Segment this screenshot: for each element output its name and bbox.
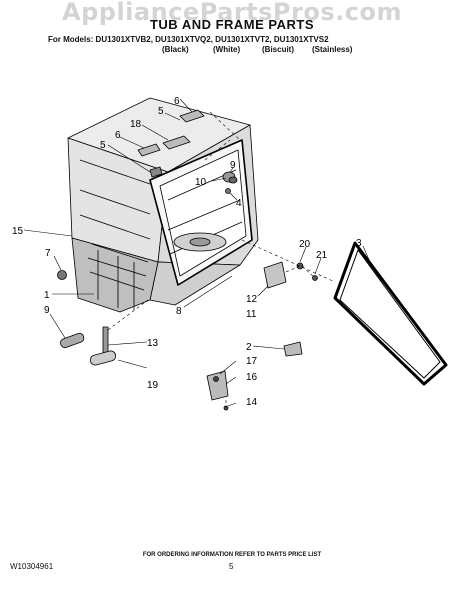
callout-10: 10 — [195, 177, 207, 188]
callout-12: 12 — [246, 294, 258, 305]
callout-4: 4 — [236, 198, 242, 209]
callout-18: 18 — [130, 119, 142, 130]
callout-9-leveler: 9 — [44, 305, 50, 316]
callout-1: 1 — [44, 290, 50, 301]
callout-3: 3 — [356, 238, 362, 249]
model-list: For Models: DU1301XTVB2, DU1301XTVQ2, DU… — [48, 35, 329, 44]
callout-15: 15 — [12, 226, 24, 237]
callout-21: 21 — [316, 250, 328, 261]
watermark: AppliancePartsPros.com — [62, 0, 402, 26]
callout-6-lower: 6 — [115, 130, 121, 141]
part-9-leveler — [60, 332, 85, 349]
page-title: TUB AND FRAME PARTS — [149, 17, 315, 32]
color-black: (Black) — [162, 45, 189, 54]
callout-5-upper: 5 — [158, 106, 164, 117]
callout-20: 20 — [299, 239, 311, 250]
part-20-screw — [296, 262, 304, 270]
tub-assembly — [67, 97, 259, 313]
part-19-cover — [89, 350, 117, 366]
callout-17: 17 — [246, 356, 258, 367]
part-21-screw — [312, 275, 318, 281]
callout-7: 7 — [45, 248, 51, 259]
callout-13: 13 — [147, 338, 159, 349]
callout-2: 2 — [246, 342, 252, 353]
document-id: W10304961 — [10, 562, 54, 571]
color-stainless: (Stainless) — [312, 45, 353, 54]
part-12-bracket — [263, 261, 287, 289]
callout-14: 14 — [246, 397, 258, 408]
part-13-spacer — [102, 326, 109, 354]
callout-5-lower: 5 — [100, 140, 106, 151]
color-white: (White) — [213, 45, 241, 54]
side-hinge-parts — [222, 171, 238, 194]
callout-19: 19 — [147, 380, 159, 391]
color-biscuit: (Biscuit) — [262, 45, 294, 54]
callout-11: 11 — [246, 309, 257, 320]
callout-6-upper: 6 — [174, 96, 180, 107]
part-7-foot — [57, 270, 67, 280]
part-2-clip — [283, 341, 303, 357]
ordering-note: FOR ORDERING INFORMATION REFER TO PARTS … — [142, 552, 322, 558]
callout-8: 8 — [176, 306, 182, 317]
page-number: 5 — [229, 562, 234, 571]
callout-16: 16 — [246, 372, 258, 383]
callout-9-side: 9 — [230, 160, 236, 171]
part-3-door-gasket — [333, 241, 448, 386]
top-brackets — [137, 109, 205, 178]
part-16-hinge — [206, 370, 229, 411]
